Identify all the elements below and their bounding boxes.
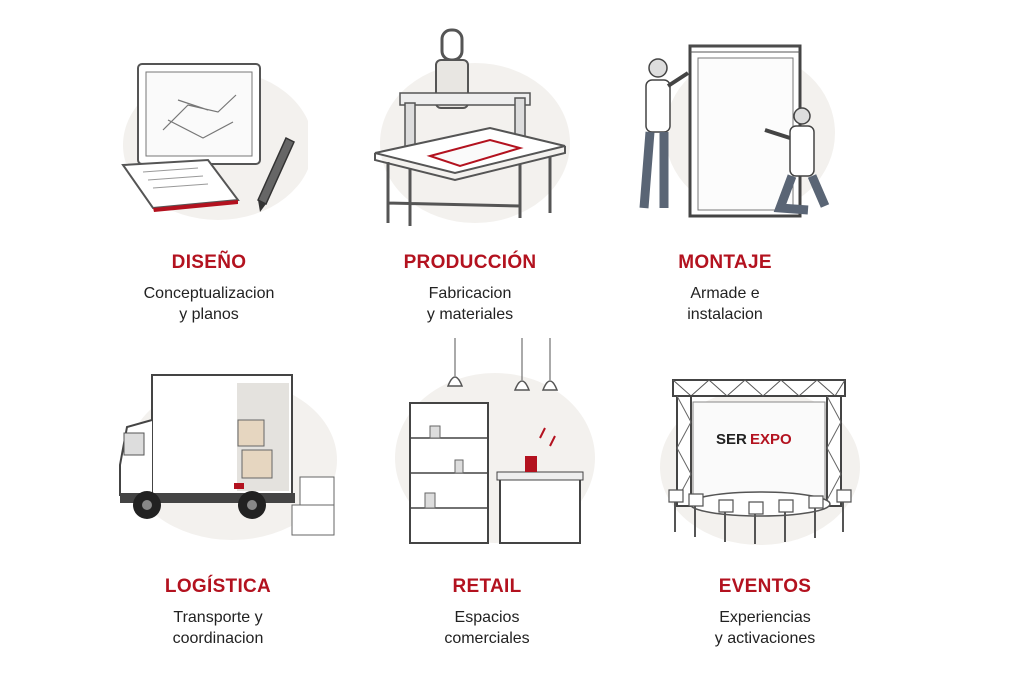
logistics-illustration xyxy=(112,365,347,545)
service-desc-line: Transporte y xyxy=(173,609,263,626)
service-desc-line: Fabricacion xyxy=(428,285,512,302)
installers-icon xyxy=(639,44,835,218)
delivery-truck-icon xyxy=(119,374,337,540)
service-desc-montaje: Armade e instalacion xyxy=(575,283,875,325)
service-desc-line: Experiencias xyxy=(719,609,811,626)
assembly-illustration xyxy=(630,38,840,223)
production-illustration xyxy=(370,28,570,228)
service-desc-line: Espacios xyxy=(454,609,520,626)
brand-expo: EXPO xyxy=(750,431,792,448)
service-desc-line: Conceptualizacion xyxy=(143,285,275,302)
service-title-produccion: PRODUCCIÓN xyxy=(403,252,537,273)
retail-shelf-icon xyxy=(395,338,595,544)
design-tablet-icon xyxy=(121,63,308,220)
events-illustration: SER EXPO xyxy=(655,372,865,552)
design-illustration xyxy=(108,50,308,225)
service-desc-line: y activaciones xyxy=(714,630,816,647)
service-desc-line: y materiales xyxy=(426,306,514,323)
service-desc-retail: Espacios comerciales xyxy=(337,607,637,649)
event-stage-icon: SER EXPO xyxy=(660,379,860,545)
service-title-logistica: LOGÍSTICA xyxy=(164,576,272,597)
service-desc-logistica: Transporte y coordinacion xyxy=(68,607,368,649)
cnc-machine-icon xyxy=(374,28,570,226)
service-desc-line: Armade e xyxy=(690,285,760,302)
service-title-montaje: MONTAJE xyxy=(678,252,772,273)
service-desc-line: coordinacion xyxy=(172,630,264,647)
service-desc-eventos: Experiencias y activaciones xyxy=(615,607,915,649)
service-desc-line: y planos xyxy=(179,306,239,323)
service-title-eventos: EVENTOS xyxy=(718,576,812,597)
retail-illustration xyxy=(385,338,600,548)
service-title-retail: RETAIL xyxy=(452,576,522,597)
service-desc-line: comerciales xyxy=(444,630,530,647)
service-desc-line: instalacion xyxy=(687,306,763,323)
service-desc-diseno: Conceptualizacion y planos xyxy=(59,283,359,325)
service-title-diseno: DISEÑO xyxy=(171,252,247,273)
service-desc-produccion: Fabricacion y materiales xyxy=(320,283,620,325)
brand-ser: SER xyxy=(716,431,747,448)
